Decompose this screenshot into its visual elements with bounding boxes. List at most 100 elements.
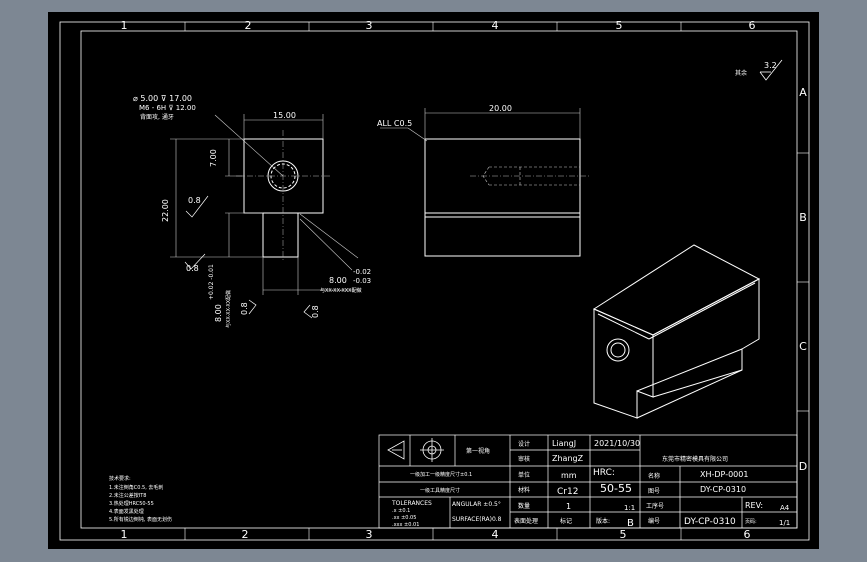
dim-side-length: 20.00	[489, 104, 512, 113]
notes-line-1: 1.未注倒角C0.5, 去毛刺	[109, 484, 163, 491]
notes-line-2: 2.未注公差按IT8	[109, 492, 146, 499]
rev-label: REV:	[745, 501, 763, 510]
label-version: 版本:	[596, 517, 610, 525]
tolerances-label: TOLERANCES	[391, 500, 432, 507]
iso-hole-outer	[606, 338, 630, 362]
hole-callout-note: 背面攻, 通牙	[140, 113, 174, 121]
scale-value: 1:1	[624, 504, 635, 512]
tol-xx: .xx ±0.05	[392, 515, 416, 521]
hole-callout-thread: M6 - 6H ⊽ 12.00	[139, 104, 196, 112]
zone-top-2: 2	[245, 19, 252, 32]
roughness-label-a: 0.8	[188, 196, 201, 205]
iso-right-face	[652, 278, 760, 398]
label-material: 材料	[518, 486, 530, 494]
label-drawing-no: 图号	[648, 488, 660, 495]
zone-labels: 1 2 3 4 5 6 1 2 3 4 5 6 A B C D	[121, 19, 808, 541]
tol-xxx: .xxx ±0.01	[392, 522, 419, 528]
quantity-value: 1	[566, 502, 571, 511]
front-stem-outline	[262, 212, 299, 258]
zone-top-4: 4	[492, 19, 499, 32]
dim-stem-width-lower-tol: -0.03	[353, 277, 371, 285]
drawing-sheet	[48, 12, 819, 549]
front-dimension-lines	[170, 114, 360, 295]
isometric-view	[592, 244, 761, 419]
stock-note-2: 一级工具精度尺寸	[420, 487, 460, 494]
zone-ticks	[184, 22, 809, 540]
zone-bottom-2: 2	[242, 528, 249, 541]
front-view-labels: ⌀ 5.00 ⊽ 17.00 M6 - 6H ⊽ 12.00 背面攻, 通牙 1…	[133, 94, 371, 328]
doc-no-value: DY-CP-0310	[684, 517, 736, 527]
label-unit: 单位	[518, 471, 530, 479]
iso-hole-inner	[610, 342, 626, 358]
surface-finish: SURFACE(RA)0.8	[452, 516, 502, 523]
roughness-label-b: 0.8	[186, 264, 199, 273]
company-name: 东莞市精密模具有限公司	[662, 455, 728, 463]
zone-right-b: B	[799, 211, 807, 224]
revision-letter: B	[627, 518, 634, 529]
stem-side-note: 与XX-XX-XX配做	[225, 290, 232, 328]
notes-line-4: 4.表面发黑处理	[109, 508, 144, 515]
zone-top-5: 5	[616, 19, 623, 32]
side-dimension-lines	[380, 108, 581, 142]
surface-roughness-note: 其余	[735, 69, 747, 77]
projection-label: 第一视角	[466, 447, 490, 455]
zone-right-c: C	[799, 340, 807, 353]
label-process-no: 工序号	[646, 502, 664, 510]
technical-notes: 技术要求: 1.未注倒角C0.5, 去毛刺 2.未注公差按IT8 3.热处理HR…	[109, 475, 172, 523]
label-check: 审核	[518, 455, 530, 463]
hole-callout-diameter: ⌀ 5.00 ⊽ 17.00	[133, 94, 192, 103]
label-design: 设计	[518, 440, 530, 448]
zone-bottom-5: 5	[620, 528, 627, 541]
zone-right-d: D	[799, 460, 807, 473]
zone-top-3: 3	[366, 19, 373, 32]
roughness-label-d: 0.8	[311, 305, 320, 318]
zone-top-1: 1	[121, 19, 128, 32]
stem-fit-note: 与XX-XX-XXX配做	[320, 287, 362, 294]
title-block-grid	[378, 434, 798, 529]
surface-roughness-symbol	[759, 59, 783, 81]
side-body-outline	[424, 138, 581, 257]
drawing-no-value: DY-CP-0310	[700, 485, 746, 494]
label-mark: 标记	[560, 517, 572, 525]
designer-name: LiangJ	[552, 439, 576, 448]
notes-line-5: 5.所有锐边倒钝, 表面无划伤	[109, 516, 172, 523]
stock-note-1: 一级加工一级精度尺寸±0.1	[410, 471, 472, 478]
notes-line-3: 3.热处理HRC50-55	[109, 500, 154, 507]
zone-bottom-6: 6	[744, 528, 751, 541]
unit-value: mm	[561, 471, 577, 480]
front-roughness-marks	[184, 195, 313, 319]
dim-stem-width-upper-tol: -0.02	[353, 268, 371, 276]
label-process: 表面处理	[514, 517, 538, 525]
tol-x: .x ±0.1	[392, 508, 410, 514]
zone-bottom-1: 1	[121, 528, 128, 541]
notes-title: 技术要求:	[109, 475, 131, 482]
sheet-size: A4	[780, 504, 790, 512]
label-part-name: 名称	[648, 472, 660, 480]
angular-tolerance: ANGULAR ±0.5°	[452, 501, 501, 508]
hrc-value: 50-55	[600, 482, 632, 495]
title-block-text: 第一视角 一级加工一级精度尺寸±0.1 一级工具精度尺寸 TOLERANCES …	[391, 439, 790, 529]
checker-name: ZhangZ	[552, 454, 584, 463]
dim-stem-height: 8.00	[214, 304, 223, 322]
material-value: Cr12	[557, 487, 578, 497]
zone-right-a: A	[799, 86, 807, 99]
dim-height: 22.00	[161, 199, 170, 222]
label-quantity: 数量	[518, 502, 530, 510]
dim-stem-tolerance: +0.02 -0.01	[208, 264, 215, 300]
side-view	[424, 138, 581, 257]
dim-top-width: 15.00	[273, 111, 296, 120]
roughness-label-c: 0.8	[240, 302, 249, 315]
zone-top-6: 6	[749, 19, 756, 32]
label-sheet: 页码:	[745, 518, 757, 525]
zone-bottom-4: 4	[492, 528, 499, 541]
sheet-number: 1/1	[779, 519, 790, 527]
label-doc-no: 编号	[648, 517, 660, 525]
surface-roughness-value: 3.2	[764, 61, 777, 70]
dim-stem-width: 8.00	[329, 276, 347, 285]
dim-hole-offset: 7.00	[209, 149, 218, 167]
hrc-label: HRC:	[593, 468, 615, 478]
zone-bottom-3: 3	[366, 528, 373, 541]
chamfer-note: ALL C0.5	[377, 119, 412, 128]
projection-symbol	[387, 438, 444, 462]
